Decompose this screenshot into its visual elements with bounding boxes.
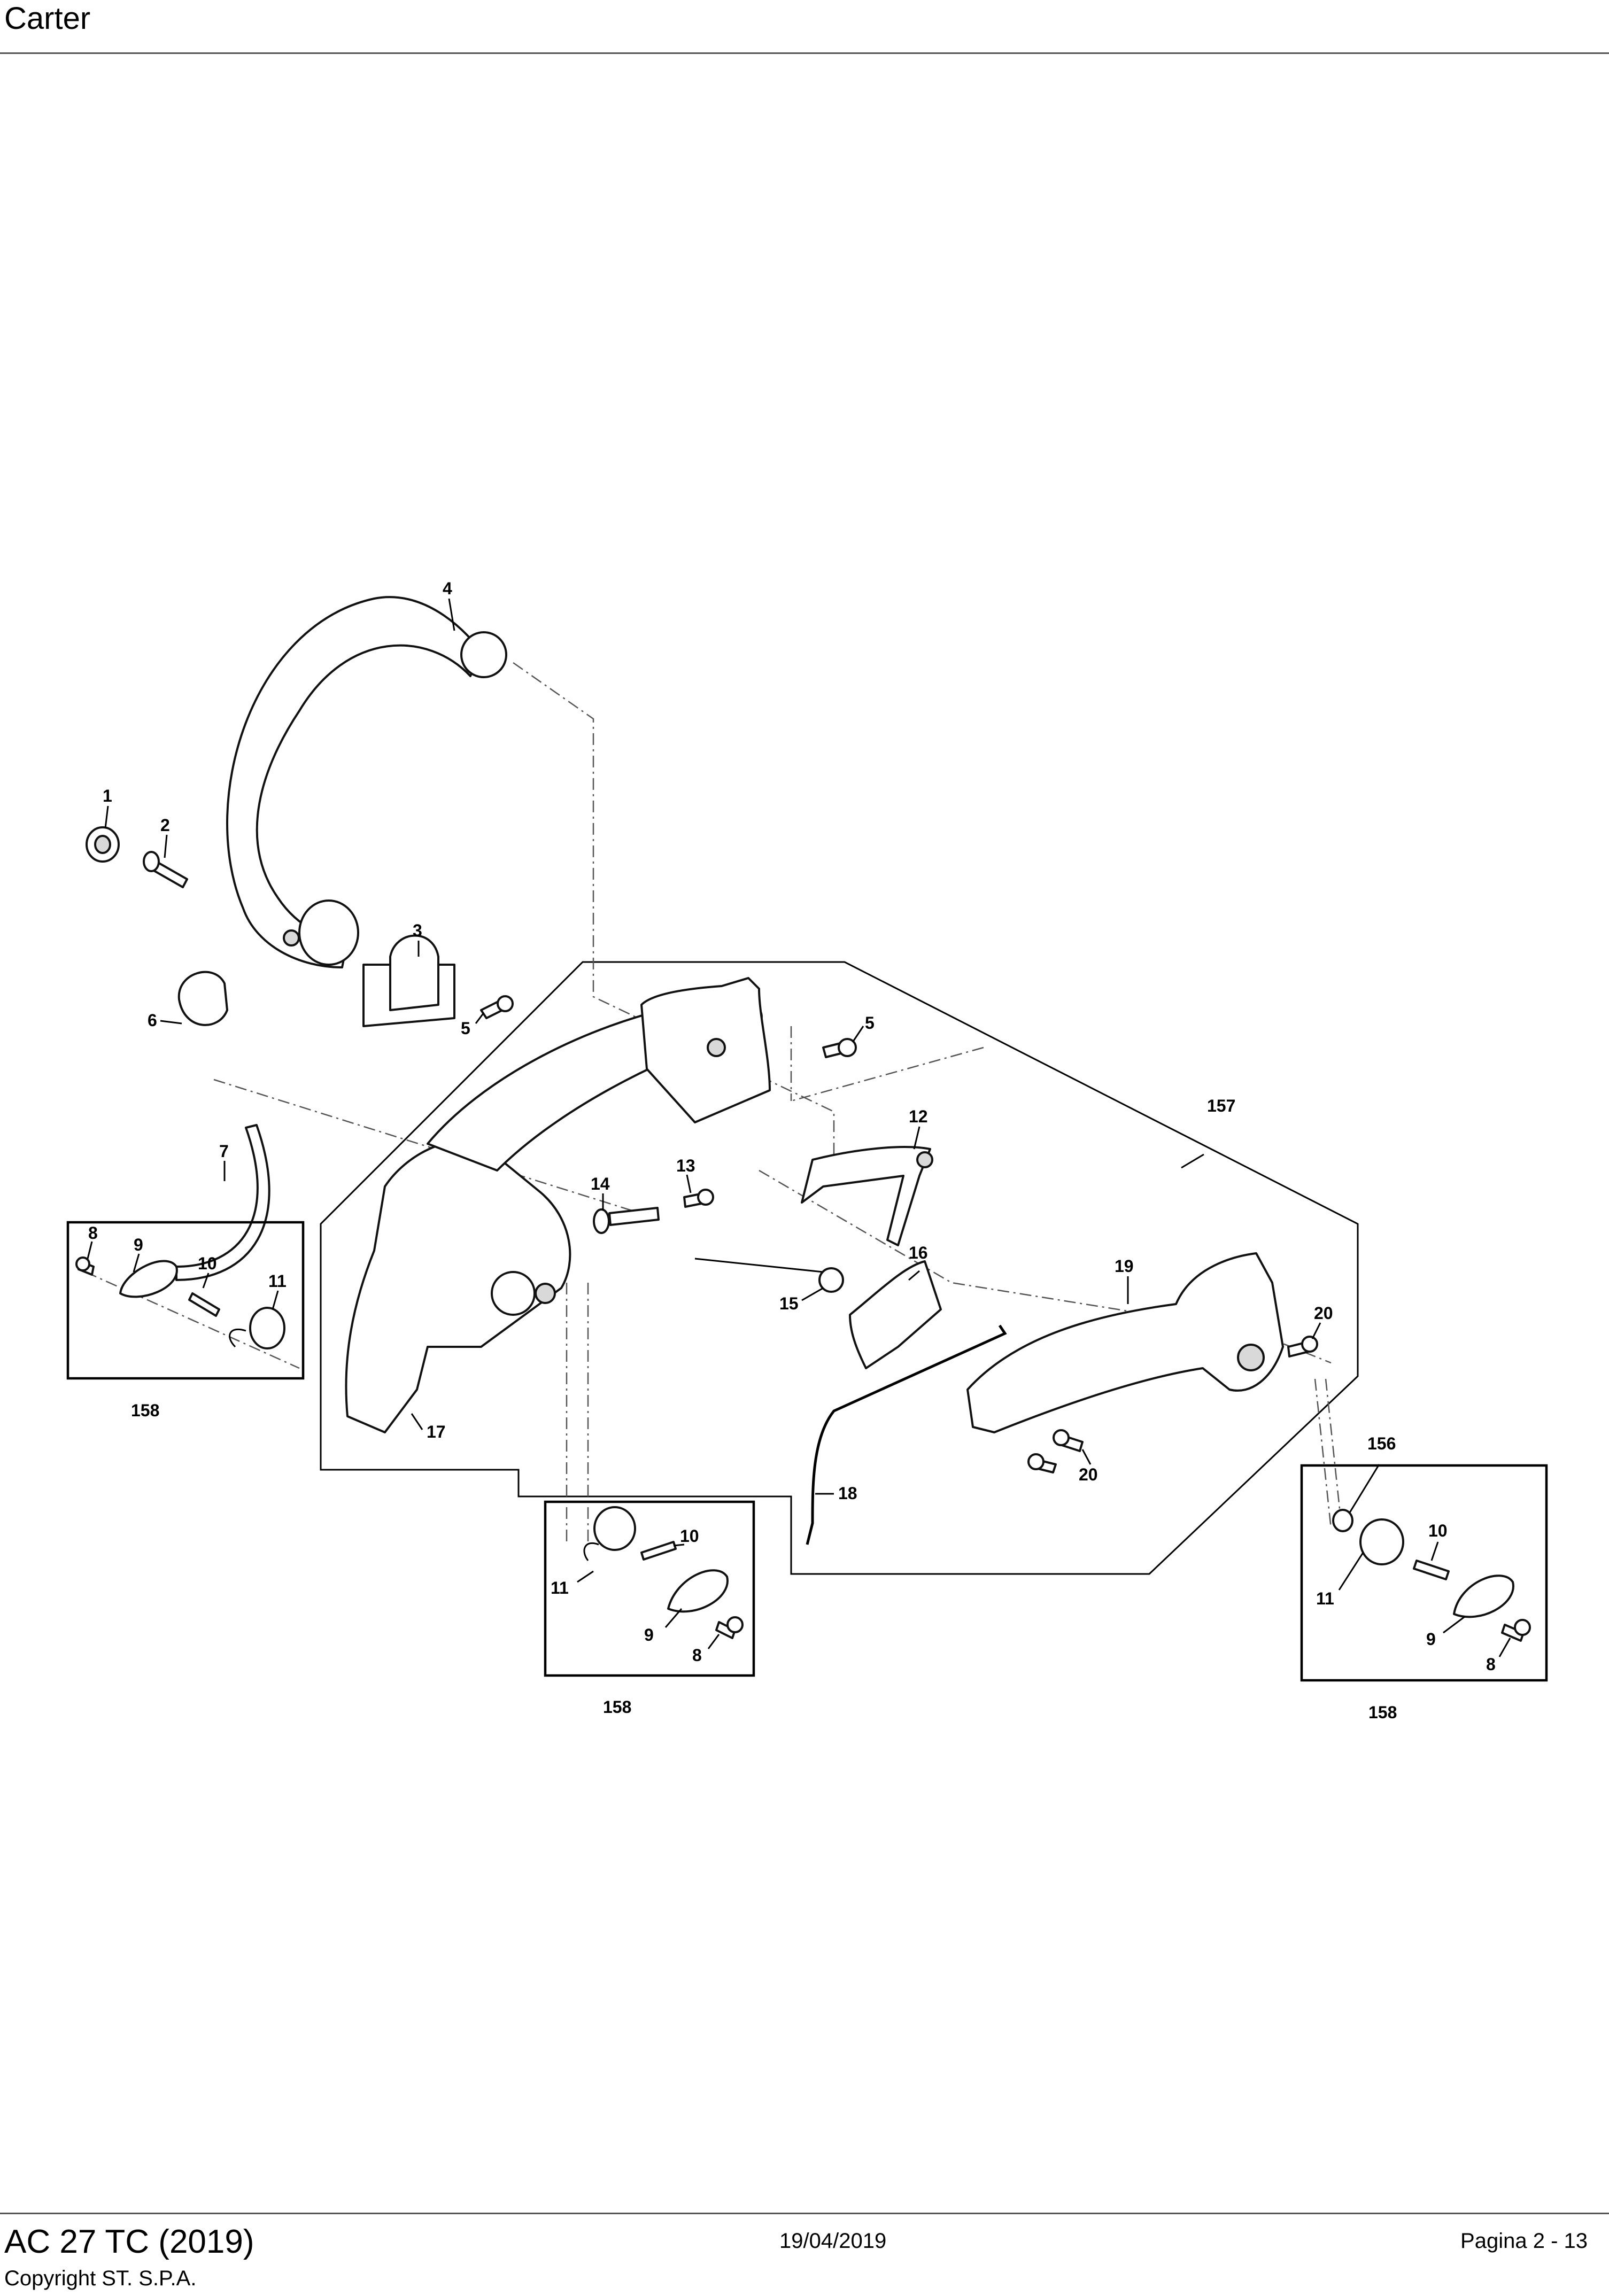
callout-7: 7 <box>219 1142 229 1161</box>
callout-labels: 1 2 3 4 5 5 6 7 8 9 10 11 158 12 13 14 1… <box>88 579 1496 1722</box>
washer-part-1 <box>86 826 120 863</box>
callout-5-right: 5 <box>865 1013 875 1033</box>
callout-15: 15 <box>779 1294 799 1313</box>
screw-part-20-lower-a <box>1053 1429 1084 1452</box>
handle-end-top <box>460 631 507 678</box>
callout-10-right: 10 <box>1428 1521 1448 1540</box>
callout-20-lower: 20 <box>1079 1465 1098 1484</box>
vibration-damper-middle-parts <box>583 1506 744 1639</box>
header-divider <box>0 52 1609 54</box>
throttle-lever-part-12 <box>801 1146 933 1246</box>
plug-part-6 <box>177 971 228 1026</box>
callout-9-left: 9 <box>134 1235 143 1254</box>
callout-158-right: 158 <box>1368 1703 1397 1722</box>
page-title: Carter <box>4 1 91 36</box>
hose-part-7 <box>175 1124 270 1281</box>
callout-20-right: 20 <box>1314 1304 1333 1323</box>
callout-11-right: 11 <box>1316 1589 1334 1608</box>
callout-12: 12 <box>909 1107 928 1126</box>
callout-9-middle: 9 <box>644 1625 654 1645</box>
callout-14: 14 <box>591 1174 610 1193</box>
trigger-part-16 <box>849 1260 942 1369</box>
callout-9-right: 9 <box>1426 1630 1436 1649</box>
screw-part-5-left <box>480 995 514 1019</box>
callout-17: 17 <box>427 1422 446 1441</box>
callout-5-left: 5 <box>461 1019 470 1038</box>
callout-13: 13 <box>676 1156 695 1175</box>
callout-2: 2 <box>160 816 170 835</box>
callout-10-middle: 10 <box>680 1526 699 1546</box>
vibration-damper-left-parts <box>75 1256 285 1349</box>
handle-end-bottom <box>298 899 359 966</box>
callout-157: 157 <box>1207 1096 1235 1115</box>
callout-11-left: 11 <box>268 1271 287 1291</box>
callout-8-left: 8 <box>88 1223 98 1243</box>
callout-16: 16 <box>909 1243 928 1262</box>
callout-158-left: 158 <box>131 1401 159 1420</box>
footer-divider <box>0 2213 1609 2214</box>
callout-156: 156 <box>1367 1434 1396 1453</box>
screw-part-20-lower-b <box>1027 1453 1057 1473</box>
bolt-part-14 <box>593 1207 660 1234</box>
group-box-158-middle <box>544 1500 755 1677</box>
footer-copyright: Copyright ST. S.P.A. <box>4 2267 197 2290</box>
callout-18: 18 <box>838 1484 857 1503</box>
screw-part-20-right <box>1287 1336 1318 1358</box>
callout-1: 1 <box>103 786 112 805</box>
rear-handle-part-19 <box>966 1252 1284 1433</box>
callout-11-middle: 11 <box>551 1578 569 1597</box>
screw-part-2 <box>143 851 188 888</box>
footer-model: AC 27 TC (2019) <box>4 2223 254 2260</box>
group-outline-157 <box>320 961 1359 1575</box>
callout-6: 6 <box>148 1011 157 1030</box>
callout-8-middle: 8 <box>692 1646 702 1665</box>
callout-158-middle: 158 <box>603 1697 631 1717</box>
spring-part-15 <box>694 1258 844 1293</box>
footer-page-number: Pagina 2 - 13 <box>1460 2229 1588 2253</box>
bracket-part-3 <box>362 934 455 1027</box>
callout-3: 3 <box>413 921 422 940</box>
screw-part-13 <box>683 1189 714 1208</box>
tank-housing-157 <box>640 977 771 1123</box>
screw-part-5-right <box>822 1038 857 1058</box>
callout-19: 19 <box>1115 1256 1134 1276</box>
callout-10-left: 10 <box>198 1254 217 1273</box>
vibration-damper-right-parts <box>1332 1509 1531 1642</box>
leader-lines <box>87 598 1511 1657</box>
footer-date: 19/04/2019 <box>779 2229 887 2253</box>
callout-8-right: 8 <box>1486 1655 1496 1674</box>
throttle-rod-part-18 <box>806 1324 1007 1545</box>
group-box-158-right <box>1300 1464 1548 1682</box>
callout-4: 4 <box>443 579 452 598</box>
group-box-158-left <box>66 1221 305 1380</box>
front-handle-part-4 <box>226 596 507 968</box>
